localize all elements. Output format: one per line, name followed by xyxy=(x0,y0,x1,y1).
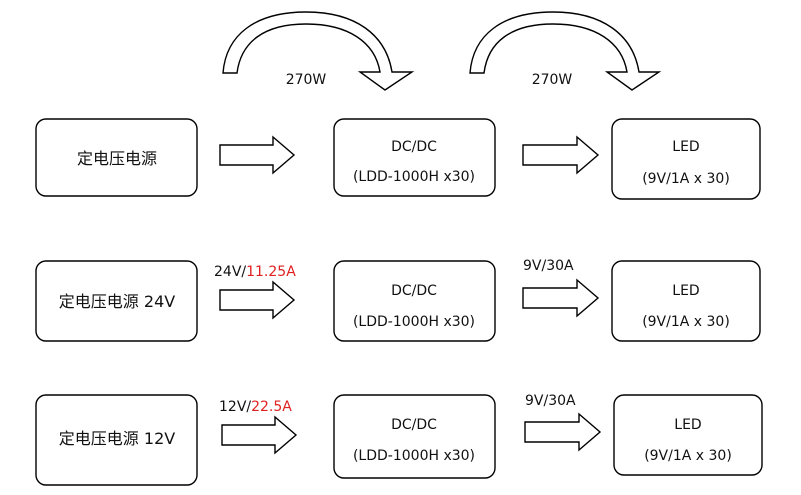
arrow-right-icon xyxy=(219,135,296,175)
converter-title: DC/DC xyxy=(391,139,437,155)
converter-detail: (LDD-1000H x30) xyxy=(353,169,475,185)
source-box xyxy=(35,394,198,486)
input-voltage: 12V/ xyxy=(219,399,251,415)
converter-detail: (LDD-1000H x30) xyxy=(353,314,475,330)
input-label: 24V/11.25A xyxy=(214,264,296,280)
arrow-right-icon xyxy=(524,412,602,452)
arrow-right-icon xyxy=(221,415,298,455)
row-2: 定电压电源 24V 24V/11.25A DC/DC (LDD-1000H x3… xyxy=(35,258,761,342)
converter-title: DC/DC xyxy=(391,417,437,433)
load-box xyxy=(613,394,763,476)
source-label: 定电压电源 24V xyxy=(59,292,175,311)
curved-arrow-icon-2 xyxy=(469,11,662,91)
load-box xyxy=(611,260,761,342)
row-1: 定电压电源 DC/DC (LDD-1000H x30) LED (9V/1A x… xyxy=(35,118,761,200)
output-label: 9V/30A xyxy=(523,258,574,274)
load-title: LED xyxy=(672,283,699,299)
arrow-right-icon xyxy=(522,278,600,318)
converter-box xyxy=(333,394,496,479)
load-title: LED xyxy=(674,417,701,433)
load-detail: (9V/1A x 30) xyxy=(642,171,730,187)
arrow-right-icon xyxy=(219,280,296,320)
source-box xyxy=(35,118,198,197)
source-label: 定电压电源 xyxy=(77,149,157,168)
converter-box xyxy=(333,260,496,342)
converter-title: DC/DC xyxy=(391,283,437,299)
curved-arrow-icon-1 xyxy=(222,11,415,91)
row-3: 定电压电源 12V 12V/22.5A DC/DC (LDD-1000H x30… xyxy=(35,393,763,486)
input-label: 12V/22.5A xyxy=(219,399,292,415)
source-label: 定电压电源 12V xyxy=(59,429,175,448)
input-current: 22.5A xyxy=(251,399,292,415)
converter-detail: (LDD-1000H x30) xyxy=(353,448,475,464)
converter-box xyxy=(333,118,496,197)
load-detail: (9V/1A x 30) xyxy=(642,314,730,330)
power-label-2: 270W xyxy=(532,72,573,88)
input-voltage: 24V/ xyxy=(214,264,246,280)
output-label: 9V/30A xyxy=(525,393,576,409)
arrow-right-icon xyxy=(522,135,600,175)
load-detail: (9V/1A x 30) xyxy=(644,448,732,464)
load-box xyxy=(611,118,761,200)
input-current: 11.25A xyxy=(246,264,296,280)
load-title: LED xyxy=(672,139,699,155)
power-label-1: 270W xyxy=(286,72,327,88)
source-box xyxy=(35,260,198,342)
